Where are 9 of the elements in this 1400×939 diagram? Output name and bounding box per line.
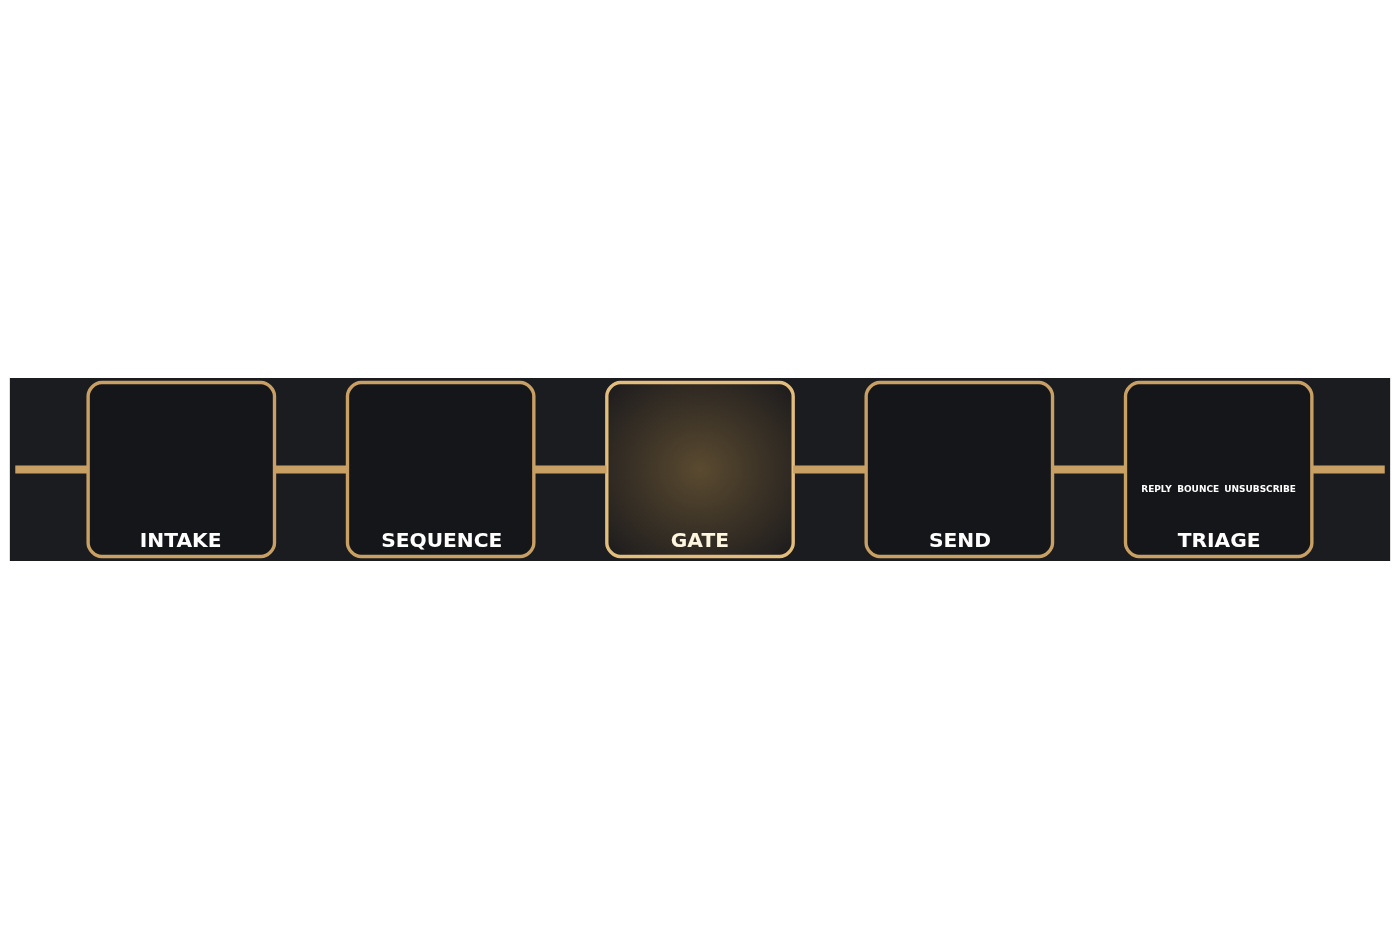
connector bbox=[533, 465, 607, 474]
node-box: SEND bbox=[864, 380, 1055, 559]
connector bbox=[274, 465, 348, 474]
connector bbox=[793, 465, 866, 474]
node-box: SEQUENCE bbox=[345, 380, 536, 559]
connector bbox=[1052, 465, 1126, 474]
node-box: REPLY BOUNCE UNSUBSCRIBE TRIAGE bbox=[1123, 380, 1314, 559]
node-box: GATE bbox=[605, 380, 795, 559]
node-box: INTAKE bbox=[86, 380, 277, 559]
